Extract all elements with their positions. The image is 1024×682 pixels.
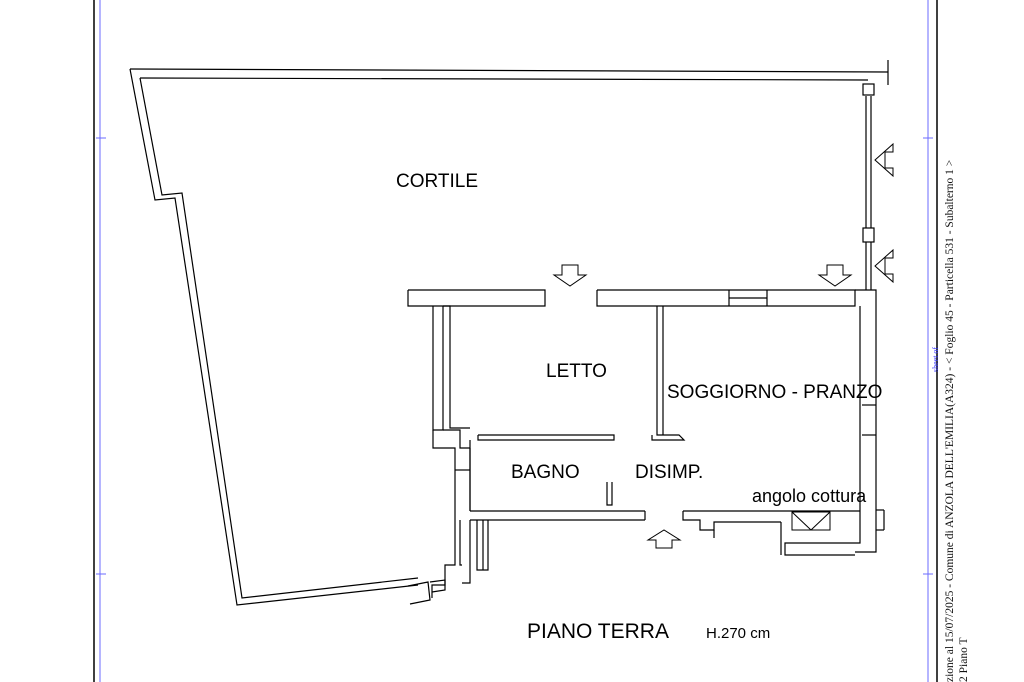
cadastral-reference: zione al 15/07/2025 - Comune di ANZOLA D… <box>944 159 956 682</box>
floor-reference: 2 Piano T <box>958 637 970 682</box>
sheet-stamp: sheet of <box>931 346 940 372</box>
room-label-bagno: BAGNO <box>511 462 580 483</box>
interior-walls <box>469 306 686 511</box>
room-label-soggiorno: SOGGIORNO - PRANZO <box>667 382 883 403</box>
arrow-icon <box>817 264 853 287</box>
courtyard-wall <box>129 60 889 606</box>
floor-height: H.270 cm <box>706 625 771 642</box>
arrow-icon <box>552 264 588 287</box>
arrow-icon <box>874 248 894 284</box>
floor-title: PIANO TERRA <box>527 620 669 643</box>
right-fence <box>862 83 875 290</box>
exterior-walls <box>407 289 885 598</box>
arrow-icon <box>646 529 682 549</box>
room-label-cortile: CORTILE <box>396 171 479 192</box>
arrow-icon <box>874 142 894 178</box>
stove-symbol <box>791 511 831 531</box>
corner-detail <box>407 579 446 605</box>
sheet-frame <box>93 0 938 682</box>
room-label-letto: LETTO <box>546 361 607 382</box>
room-label-disimp: DISIMP. <box>635 462 704 483</box>
frame-guides <box>96 0 933 682</box>
room-label-angolo-cottura: angolo cottura <box>752 486 867 506</box>
